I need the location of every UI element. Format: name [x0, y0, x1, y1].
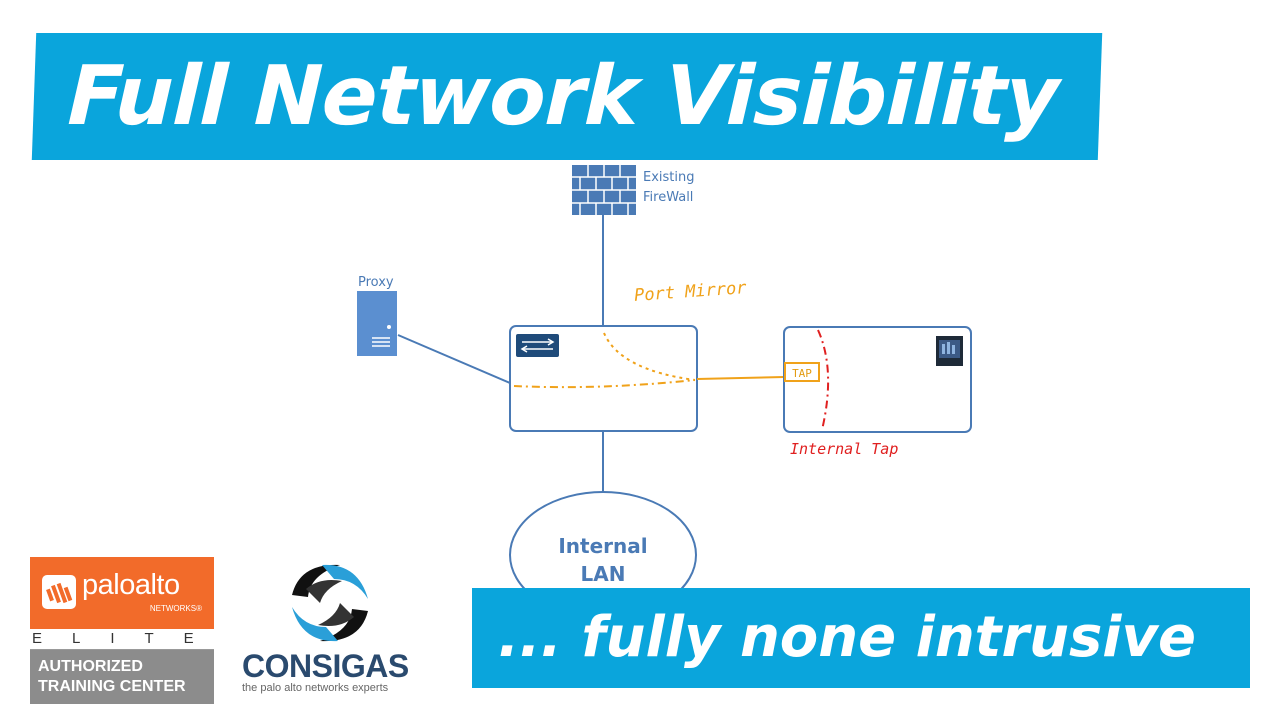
port-mirror-path — [603, 332, 696, 381]
firewall-label: Existing FireWall — [643, 170, 695, 205]
internal-tap-annotation: Internal Tap — [790, 440, 899, 458]
consigas-tagline: the palo alto networks experts — [242, 682, 389, 694]
firewall-icon — [572, 165, 636, 215]
paloalto-icon — [42, 575, 76, 609]
paloalto-tier: ELITE — [30, 629, 214, 650]
paloalto-name: paloalto — [82, 569, 180, 601]
switch-icon — [516, 334, 559, 357]
palo-alto-firewall-icon — [936, 336, 963, 366]
tap-annotation: TAP — [784, 362, 820, 382]
subtitle-banner: ... fully none intrusive — [472, 588, 1250, 688]
paloalto-networks: NETWORKS® — [149, 604, 202, 613]
proxy-switch-link — [397, 334, 511, 384]
consigas-swirl-icon — [292, 564, 368, 642]
consigas-name: CONSIGAS — [242, 648, 409, 684]
paloalto-header: paloalto NETWORKS® — [30, 557, 214, 629]
proxy-label: Proxy — [358, 275, 394, 290]
proxy-server-icon — [357, 291, 397, 356]
port-mirror-path-2 — [513, 379, 696, 389]
internal-lan-label: Internal LAN — [558, 534, 648, 586]
mirror-link — [696, 376, 785, 380]
paloalto-logo: paloalto NETWORKS® ELITE AUTHORIZED TRAI… — [30, 557, 214, 704]
paloalto-badge: AUTHORIZED TRAINING CENTER — [30, 650, 214, 704]
